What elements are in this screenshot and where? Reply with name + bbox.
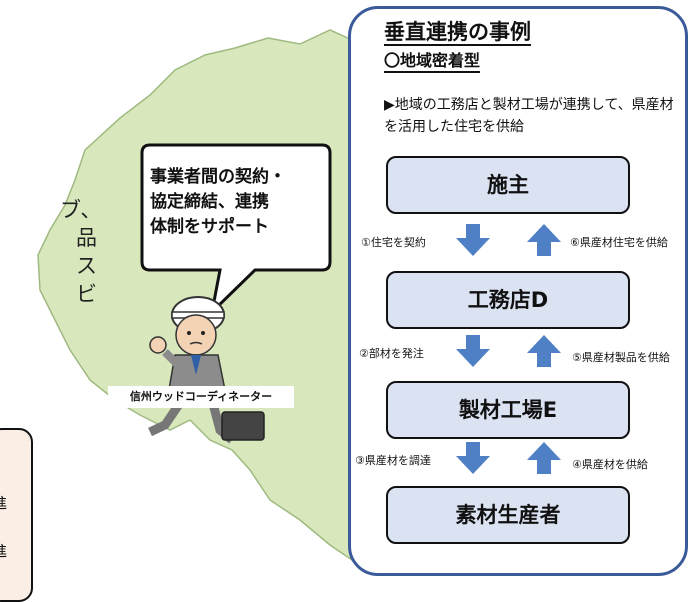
- prefecture-map: [37, 29, 353, 562]
- node-sawmill: 製材工場E: [386, 381, 630, 439]
- panel-title: 垂直連携の事例: [384, 20, 531, 46]
- step-5-label: ⑤県産材製品を供給: [572, 351, 670, 364]
- clipped-box-text-1: 進: [0, 492, 7, 513]
- bubble-line-1: 事業者間の契約・: [150, 167, 286, 187]
- coordinator-figure: [148, 296, 265, 444]
- step-2-label: ②部材を発注: [359, 347, 424, 360]
- bubble-line-2: 協定締結、連携: [150, 192, 269, 212]
- step-6-label: ⑥県産材住宅を供給: [570, 236, 668, 249]
- clipped-text-1: ブ、: [60, 198, 102, 222]
- clipped-text-2: 品: [76, 226, 97, 250]
- node-builder: 工務店D: [386, 271, 630, 329]
- clipped-text-3: ス: [76, 254, 97, 278]
- node-client: 施主: [386, 156, 630, 214]
- panel-subtitle: 〇地域密着型: [384, 51, 481, 73]
- speech-bubble-text: 事業者間の契約・ 協定締結、連携 体制をサポート: [150, 165, 325, 240]
- step-4-label: ④県産材を供給: [572, 458, 648, 471]
- clipped-side-box: 進 進: [0, 428, 33, 602]
- step-1-label: ①住宅を契約: [361, 236, 426, 249]
- clipped-text-4: ビ: [76, 282, 97, 306]
- panel-description: ▶地域の工務店と製材工場が連携して、県産材を活用した住宅を供給: [384, 97, 674, 135]
- step-3-label: ③県産材を調達: [355, 454, 431, 467]
- bubble-line-3: 体制をサポート: [150, 217, 269, 237]
- speech-bubble: [140, 143, 332, 317]
- coordinator-label: 信州ウッドコーディネーター: [108, 386, 294, 408]
- clipped-box-text-2: 進: [0, 540, 7, 561]
- node-timber-producer: 素材生産者: [386, 486, 630, 544]
